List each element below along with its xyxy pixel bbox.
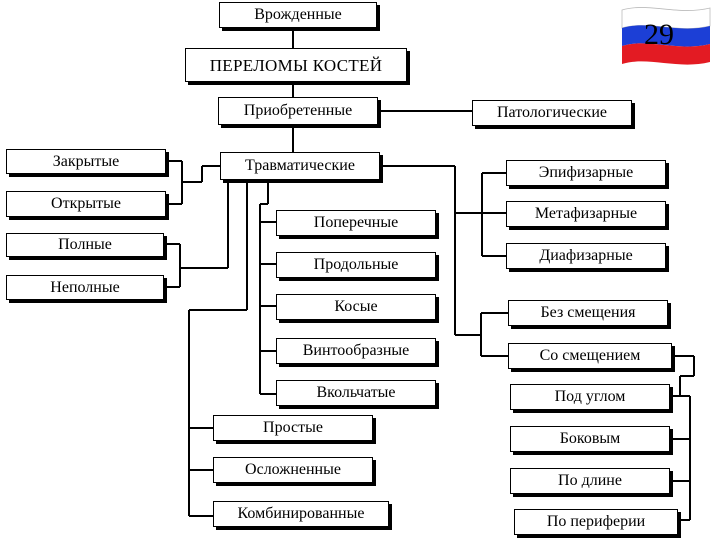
box-angular-label: Под углом (554, 388, 626, 405)
box-innate: Врожденные (219, 2, 377, 28)
box-lateral: Боковым (510, 426, 670, 452)
box-peripheral-label: По периферии (546, 513, 646, 530)
box-open-label: Открытые (51, 195, 121, 212)
box-complicated-label: Осложненные (245, 461, 341, 478)
box-metaphyseal: Метафизарные (506, 201, 666, 227)
box-simple-label: Простые (263, 419, 323, 436)
box-transverse-label: Поперечные (313, 214, 399, 231)
box-simple: Простые (213, 415, 373, 441)
box-innate-label: Врожденные (254, 6, 342, 23)
box-traumatic-label: Травматические (245, 157, 355, 174)
box-longitudinal-label: Продольные (313, 256, 399, 273)
box-epiphyseal-label: Эпифизарные (538, 164, 634, 181)
box-pathological: Патологические (472, 100, 632, 126)
box-with-displacement: Со смещением (508, 343, 672, 369)
box-open: Открытые (6, 191, 166, 217)
box-angular: Под углом (510, 384, 670, 410)
box-combined: Комбинированные (213, 501, 389, 527)
box-diaphyseal: Диафизарные (506, 243, 666, 269)
box-traumatic: Травматические (220, 152, 380, 180)
box-complete: Полные (6, 233, 164, 257)
box-complete-label: Полные (58, 236, 112, 253)
box-length-label: По длине (558, 472, 622, 489)
box-no-displacement: Без смещения (508, 300, 668, 326)
box-pathological-label: Патологические (496, 104, 607, 121)
russian-flag-icon (621, 7, 711, 65)
box-title: ПЕРЕЛОМЫ КОСТЕЙ (185, 48, 407, 82)
box-metaphyseal-label: Метафизарные (534, 205, 638, 222)
box-combined-label: Комбинированные (237, 505, 365, 522)
box-length: По длине (510, 468, 670, 494)
box-complicated: Осложненные (213, 457, 373, 483)
box-acquired-label: Приобретенные (243, 102, 353, 119)
box-impacted: Вкольчатые (276, 380, 436, 406)
page-number: 29 (644, 18, 674, 51)
box-impacted-label: Вкольчатые (316, 384, 396, 401)
box-incomplete-label: Неполные (50, 278, 120, 296)
box-transverse: Поперечные (276, 210, 436, 236)
box-spiral: Винтообразные (276, 338, 436, 364)
box-incomplete: Неполные (6, 275, 164, 300)
box-lateral-label: Боковым (559, 430, 621, 447)
box-oblique: Косые (276, 294, 436, 320)
box-spiral-label: Винтообразные (302, 342, 410, 359)
box-oblique-label: Косые (334, 298, 378, 315)
box-epiphyseal: Эпифизарные (506, 160, 666, 186)
box-closed: Закрытые (6, 149, 166, 174)
box-peripheral: По периферии (514, 509, 678, 535)
box-no-displacement-label: Без смещения (540, 304, 636, 321)
box-diaphyseal-label: Диафизарные (539, 247, 633, 264)
diagram-title: ПЕРЕЛОМЫ КОСТЕЙ (209, 55, 383, 75)
box-longitudinal: Продольные (276, 252, 436, 278)
box-acquired: Приобретенные (218, 97, 378, 125)
box-closed-label: Закрытые (52, 152, 120, 170)
box-with-displacement-label: Со смещением (539, 347, 641, 364)
